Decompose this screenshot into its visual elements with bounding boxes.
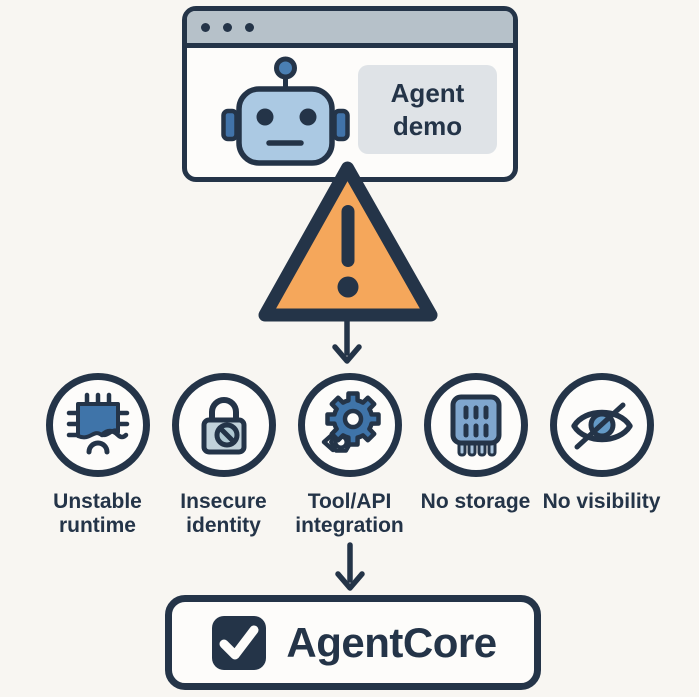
risk-label: No storage <box>420 490 531 513</box>
lock-insecure-icon <box>171 373 276 477</box>
risk-item-tool-api: Tool/API integration <box>287 373 413 538</box>
robot-icon <box>221 56 350 166</box>
window-dot-icon <box>201 22 210 32</box>
browser-window: Agent demo <box>182 6 518 182</box>
browser-titlebar <box>187 11 513 48</box>
window-dot-icon <box>245 22 254 32</box>
risk-item-unstable-runtime: Unstable runtime <box>35 373 161 538</box>
warning-triangle-icon <box>258 161 438 322</box>
storage-chip-icon <box>423 373 528 477</box>
chip-unstable-icon <box>45 373 150 477</box>
checkmark-box-icon <box>212 615 267 670</box>
agent-demo-badge: Agent demo <box>358 65 497 154</box>
risk-item-insecure-identity: Insecure identity <box>161 373 287 538</box>
agentcore-box: AgentCore <box>165 595 541 690</box>
arrow-down-icon <box>335 542 365 591</box>
risk-item-no-storage: No storage <box>413 373 539 538</box>
risk-label: Insecure identity <box>180 490 267 537</box>
risk-item-no-visibility: No visibility <box>539 373 665 538</box>
risk-label: Tool/API integration <box>295 490 404 537</box>
eye-slash-icon <box>549 373 654 477</box>
risk-label: Unstable runtime <box>53 490 142 537</box>
gear-tool-icon <box>297 373 402 477</box>
risk-label: No visibility <box>542 490 661 513</box>
risk-row: Unstable runtime Insecure identity <box>0 373 699 538</box>
agentcore-label: AgentCore <box>286 618 497 666</box>
window-dot-icon <box>223 22 232 32</box>
arrow-down-icon <box>332 315 362 364</box>
